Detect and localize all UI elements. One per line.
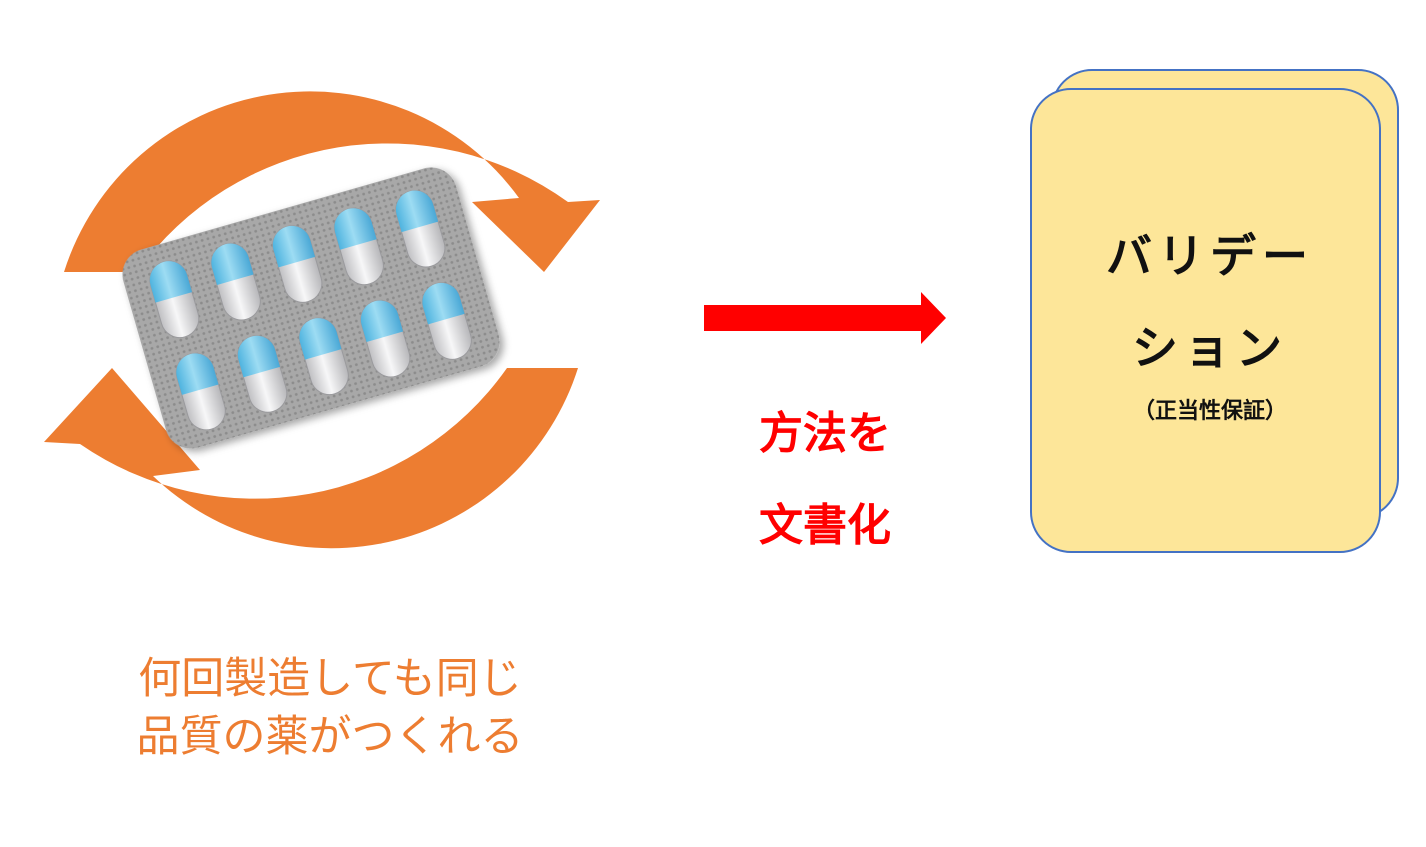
capsule bbox=[272, 225, 323, 303]
document-title-line-1: バリデー bbox=[1106, 229, 1314, 283]
capsule-cap bbox=[176, 353, 219, 395]
capsule bbox=[298, 317, 349, 396]
capsule-cap bbox=[272, 225, 316, 268]
capsule-group bbox=[149, 190, 472, 431]
transition-label-line-2: 文書化 bbox=[759, 500, 891, 551]
capsule bbox=[360, 299, 411, 378]
cycle-arrow-bottom bbox=[44, 368, 578, 549]
capsule bbox=[175, 352, 226, 431]
cycle-caption-line-2: 品質の薬がつくれる bbox=[136, 712, 524, 762]
document-front-sheet bbox=[1030, 88, 1381, 553]
transition-label: 方法を 文書化 bbox=[720, 388, 930, 572]
capsule bbox=[333, 207, 384, 286]
capsule-cap bbox=[299, 318, 342, 360]
capsule-cap bbox=[211, 243, 254, 286]
capsule-cap bbox=[395, 190, 439, 233]
capsule bbox=[237, 335, 288, 413]
document-title-line-2: ション bbox=[1132, 321, 1288, 375]
capsule-cap bbox=[237, 335, 281, 378]
cycle-caption-line-1: 何回製造しても同じ bbox=[138, 654, 522, 704]
capsule-cap bbox=[360, 300, 404, 343]
transition-label-line-1: 方法を bbox=[759, 408, 891, 459]
capsule-cap bbox=[334, 208, 377, 250]
document-subtitle: （正当性保証） bbox=[1132, 399, 1287, 424]
capsule bbox=[210, 242, 261, 321]
document-title: バリデー ション bbox=[1060, 210, 1360, 394]
cycle-caption: 何回製造しても同じ 品質の薬がつくれる bbox=[60, 650, 600, 766]
capsule bbox=[149, 260, 200, 339]
capsule bbox=[395, 190, 446, 268]
transition-arrow bbox=[704, 292, 946, 344]
capsule-cap bbox=[149, 261, 193, 303]
cycle-arrow-top bbox=[64, 91, 600, 272]
capsule-cap bbox=[422, 282, 465, 325]
capsule bbox=[421, 282, 472, 360]
